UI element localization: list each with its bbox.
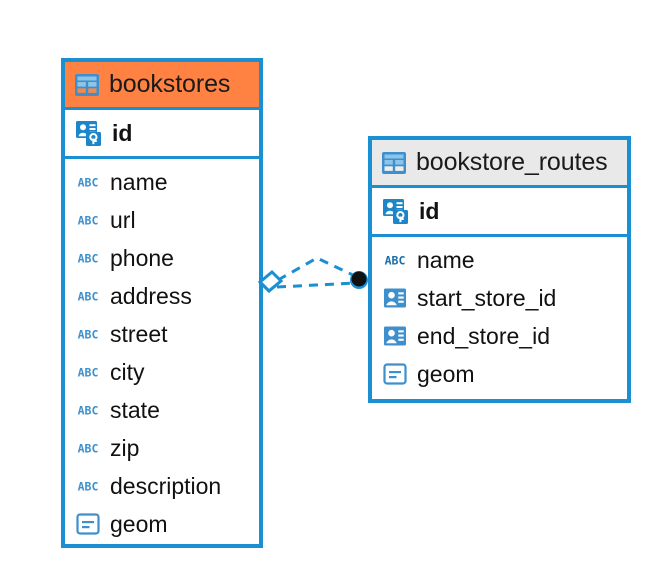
entity-bookstore-routes[interactable]: bookstore_routes id [368, 136, 631, 403]
entity-title-bookstores: bookstores [109, 70, 231, 98]
field-row-address[interactable]: ABC address [65, 277, 259, 315]
field-label-description: description [110, 472, 222, 499]
field-row-street[interactable]: ABC street [65, 315, 259, 353]
field-label-city: city [110, 358, 145, 385]
field-row-phone[interactable]: ABC phone [65, 239, 259, 277]
field-row-geom[interactable]: geom [65, 505, 259, 543]
svg-text:ABC: ABC [78, 480, 99, 494]
svg-text:ABC: ABC [385, 254, 406, 268]
field-row-id[interactable]: id [65, 110, 259, 156]
field-label-geom: geom [417, 360, 475, 387]
relationship-line-lower [276, 281, 357, 289]
field-row-state[interactable]: ABC state [65, 391, 259, 429]
field-row-end-store-id[interactable]: end_store_id [372, 317, 627, 355]
svg-text:ABC: ABC [78, 290, 99, 304]
foreign-key-icon [384, 288, 406, 308]
field-label-id: id [419, 197, 440, 224]
field-label-street: street [110, 320, 168, 347]
field-label-geom: geom [110, 510, 168, 537]
svg-text:ABC: ABC [78, 366, 99, 380]
svg-text:ABC: ABC [78, 328, 99, 342]
entity-header-bookstore-routes[interactable]: bookstore_routes [372, 140, 627, 188]
field-row-description[interactable]: ABC description [65, 467, 259, 505]
geometry-type-icon [383, 363, 407, 385]
svg-text:ABC: ABC [78, 214, 99, 228]
field-label-address: address [110, 282, 192, 309]
field-label-name: name [110, 168, 168, 195]
field-label-start-store-id: start_store_id [417, 284, 557, 311]
entity-title-bookstore-routes: bookstore_routes [416, 148, 608, 176]
relationship-connector[interactable] [255, 240, 380, 315]
text-type-icon: ABC [78, 252, 99, 266]
svg-text:ABC: ABC [78, 252, 99, 266]
text-type-icon: ABC [78, 176, 99, 190]
text-type-icon: ABC [78, 328, 99, 342]
svg-text:ABC: ABC [78, 404, 99, 418]
field-row-name[interactable]: ABC name [372, 241, 627, 279]
svg-text:ABC: ABC [78, 176, 99, 190]
field-label-end-store-id: end_store_id [417, 322, 550, 349]
diamond-one-marker-tail [258, 280, 276, 294]
field-row-zip[interactable]: ABC zip [65, 429, 259, 467]
primary-key-icon [76, 121, 101, 146]
field-row-url[interactable]: ABC url [65, 201, 259, 239]
text-type-icon: ABC [78, 290, 99, 304]
text-type-icon: ABC [78, 366, 99, 380]
field-row-id[interactable]: id [372, 188, 627, 234]
filled-circle-many-marker [351, 271, 367, 287]
text-type-icon: ABC [78, 480, 99, 494]
fields-section-bookstore-routes: ABC name start_store_id [372, 237, 627, 393]
field-row-start-store-id[interactable]: start_store_id [372, 279, 627, 317]
entity-bookstores[interactable]: bookstores id [61, 58, 263, 548]
field-label-url: url [110, 206, 136, 233]
table-icon [75, 73, 99, 96]
primary-key-section-bookstore-routes: id [372, 188, 627, 237]
text-type-icon: ABC [78, 442, 99, 456]
field-row-geom[interactable]: geom [372, 355, 627, 393]
field-label-name: name [417, 246, 475, 273]
table-icon [382, 151, 406, 174]
relationship-line-upper [277, 256, 356, 282]
field-row-city[interactable]: ABC city [65, 353, 259, 391]
svg-text:ABC: ABC [78, 442, 99, 456]
text-type-icon: ABC [78, 404, 99, 418]
field-row-name[interactable]: ABC name [65, 163, 259, 201]
field-label-phone: phone [110, 244, 174, 271]
primary-key-section-bookstores: id [65, 110, 259, 159]
field-label-state: state [110, 396, 160, 423]
field-label-id: id [112, 119, 133, 146]
fields-section-bookstores: ABC name ABC url ABC phone ABC [65, 159, 259, 543]
field-label-zip: zip [110, 434, 140, 461]
text-type-icon: ABC [78, 214, 99, 228]
primary-key-icon [383, 199, 408, 224]
entity-header-bookstores[interactable]: bookstores [65, 62, 259, 110]
text-type-icon: ABC [385, 254, 406, 268]
foreign-key-icon [384, 326, 406, 346]
geometry-type-icon [76, 513, 100, 535]
